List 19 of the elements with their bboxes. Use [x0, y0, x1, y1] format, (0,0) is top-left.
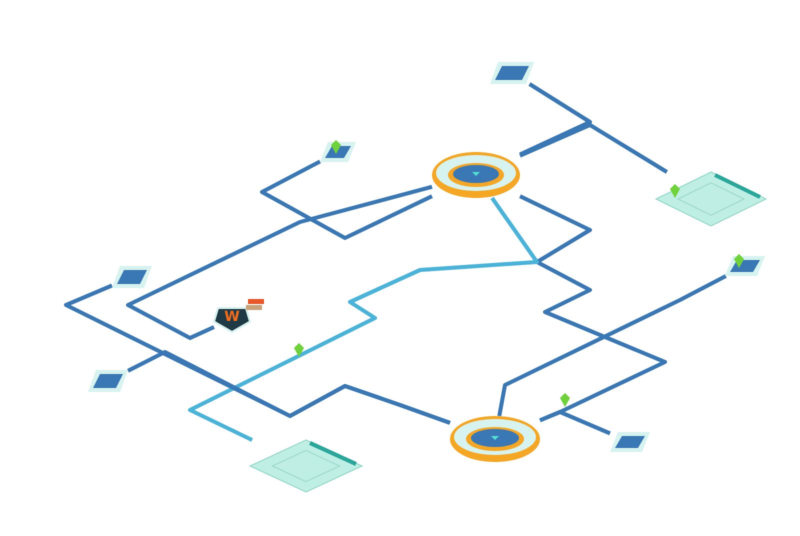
path-line: [188, 196, 539, 442]
path-endpoint-pad: [490, 62, 534, 84]
ring-hub: [450, 416, 540, 462]
path-line: [127, 350, 451, 425]
path-line: [260, 160, 433, 240]
path-line: [126, 184, 433, 340]
path-endpoint-pad: [610, 432, 650, 452]
path-line: [519, 82, 592, 156]
path-endpoint-pad: [112, 266, 152, 288]
platform-tile: [656, 172, 766, 226]
path-line: [519, 123, 668, 174]
platform-tile: [250, 440, 362, 492]
path-endpoint-pad: [725, 256, 765, 276]
marker-badge: [214, 306, 250, 332]
badge-letter: W: [223, 309, 241, 325]
path-line: [539, 410, 611, 436]
ring-hub: [432, 152, 520, 198]
path-endpoint-pad: [88, 370, 128, 392]
path-line: [497, 274, 727, 416]
